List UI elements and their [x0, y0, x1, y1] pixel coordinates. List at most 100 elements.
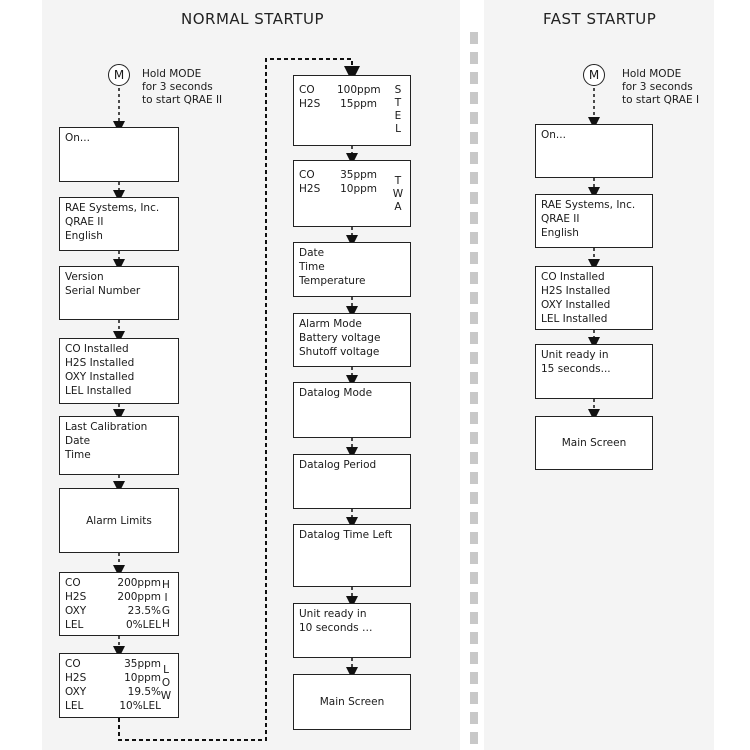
alarm-limits-box: Alarm Limits: [59, 488, 179, 553]
alarm-mode-line: Alarm Mode: [299, 318, 362, 330]
label-letter: T: [394, 97, 402, 109]
installed-line: H2S Installed: [541, 285, 611, 297]
alarm-mode-screen-box: Alarm Mode Battery voltage Shutoff volta…: [293, 313, 411, 367]
installed-line: CO Installed: [65, 343, 129, 355]
gas-name: H2S: [299, 98, 321, 110]
high-vertical-label: H I G H: [160, 579, 172, 631]
fast-mode-note: Hold MODE for 3 seconds to start QRAE I: [622, 68, 699, 107]
unit-ready-box: Unit ready in 10 seconds …: [293, 603, 411, 658]
fast-installed-screen-box: CO Installed H2S Installed OXY Installed…: [535, 266, 653, 330]
gas-name: LEL: [65, 700, 84, 712]
on-text: On...: [65, 132, 90, 144]
fast-company-screen-box: RAE Systems, Inc. QRAE II English: [535, 194, 653, 248]
installed-line: OXY Installed: [65, 371, 135, 383]
datalog-time-left-text: Datalog Time Left: [299, 529, 393, 541]
unit-ready-line: Unit ready in: [299, 608, 367, 620]
fast-main-screen-box: Main Screen: [535, 416, 653, 470]
label-letter: A: [394, 201, 402, 213]
model-line: QRAE II: [65, 216, 104, 228]
temperature-line: Temperature: [299, 275, 366, 287]
calibration-date-line: Date: [65, 435, 91, 447]
company-screen-box: RAE Systems, Inc. QRAE II English: [59, 197, 179, 251]
low-row-lel: LEL 10%LEL: [65, 699, 173, 713]
gas-name: H2S: [299, 183, 321, 195]
note-line: Hold MODE: [622, 68, 682, 80]
gas-value: 200ppm: [117, 577, 161, 589]
calibration-time-line: Time: [65, 449, 91, 461]
note-line: to start QRAE I: [622, 94, 700, 106]
label-letter: T: [394, 175, 402, 187]
gas-value: 15ppm: [340, 98, 377, 110]
datetime-screen-box: Date Time Temperature: [293, 242, 411, 297]
gas-name: H2S: [65, 591, 87, 603]
note-line: Hold MODE: [142, 68, 202, 80]
datalog-mode-text: Datalog Mode: [299, 387, 373, 399]
serial-line: Serial Number: [65, 285, 141, 297]
label-letter: E: [394, 110, 402, 122]
normal-startup-title: NORMAL STARTUP: [181, 10, 325, 28]
datalog-mode-box: Datalog Mode: [293, 382, 411, 438]
date-line: Date: [299, 247, 325, 259]
stel-vertical-label: S T E L: [392, 84, 404, 136]
model-line: QRAE II: [541, 213, 580, 225]
note-line: for 3 seconds: [622, 81, 693, 93]
note-line: to start QRAE II: [142, 94, 223, 106]
main-screen-box: Main Screen: [293, 674, 411, 730]
label-letter: L: [395, 123, 401, 135]
stel-row-h2s: H2S 15ppm: [299, 97, 405, 111]
gas-value: 23.5%: [127, 605, 161, 617]
installed-line: LEL Installed: [65, 385, 132, 397]
high-row-h2s: H2S 200ppm: [65, 590, 173, 604]
label-letter: S: [394, 84, 402, 96]
gas-name: OXY: [65, 605, 87, 617]
twa-row-h2s: H2S 10ppm: [299, 182, 405, 196]
gas-value: 200ppm: [117, 591, 161, 603]
gas-value: 10ppm: [124, 672, 161, 684]
gas-name: CO: [299, 84, 315, 96]
on-screen-box: On...: [59, 127, 179, 182]
stel-row-co: CO 100ppm: [299, 83, 405, 97]
language-line: English: [541, 227, 579, 239]
fast-mode-button-icon: M: [583, 64, 605, 86]
calibration-line: Last Calibration: [65, 421, 148, 433]
label-letter: L: [163, 664, 169, 676]
gas-value: 100ppm: [337, 84, 381, 96]
gas-name: H2S: [65, 672, 87, 684]
installed-line: LEL Installed: [541, 313, 608, 325]
company-line: RAE Systems, Inc.: [65, 202, 160, 214]
gas-value: 0%LEL: [126, 619, 161, 631]
datalog-time-left-box: Datalog Time Left: [293, 524, 411, 587]
installed-screen-box: CO Installed H2S Installed OXY Installed…: [59, 338, 179, 404]
unit-ready-seconds-line: 15 seconds...: [541, 363, 611, 375]
label-letter: G: [161, 605, 171, 617]
gas-name: CO: [65, 577, 81, 589]
gas-value: 10%LEL: [119, 700, 161, 712]
unit-ready-seconds-line: 10 seconds …: [299, 622, 373, 634]
normal-mode-note: Hold MODE for 3 seconds to start QRAE II: [142, 68, 222, 107]
gas-value: 35ppm: [340, 169, 377, 181]
shutoff-voltage-line: Shutoff voltage: [299, 346, 380, 358]
fast-on-screen-box: On...: [535, 124, 653, 178]
high-row-oxy: OXY 23.5%: [65, 604, 173, 618]
label-letter: I: [164, 592, 168, 604]
label-letter: O: [161, 677, 171, 689]
installed-line: OXY Installed: [541, 299, 611, 311]
connector-low-to-stel: [118, 58, 360, 741]
gas-value: 10ppm: [340, 183, 377, 195]
gas-name: CO: [65, 658, 81, 670]
alarm-limits-text: Alarm Limits: [86, 514, 152, 527]
main-screen-text: Main Screen: [561, 437, 627, 449]
fast-unit-ready-box: Unit ready in 15 seconds...: [535, 344, 653, 399]
time-line: Time: [299, 261, 325, 273]
twa-vertical-label: T W A: [392, 175, 404, 214]
language-line: English: [65, 230, 103, 242]
battery-voltage-line: Battery voltage: [299, 332, 381, 344]
main-screen-text: Main Screen: [319, 696, 385, 708]
datalog-period-box: Datalog Period: [293, 454, 411, 509]
label-letter: H: [162, 618, 170, 630]
